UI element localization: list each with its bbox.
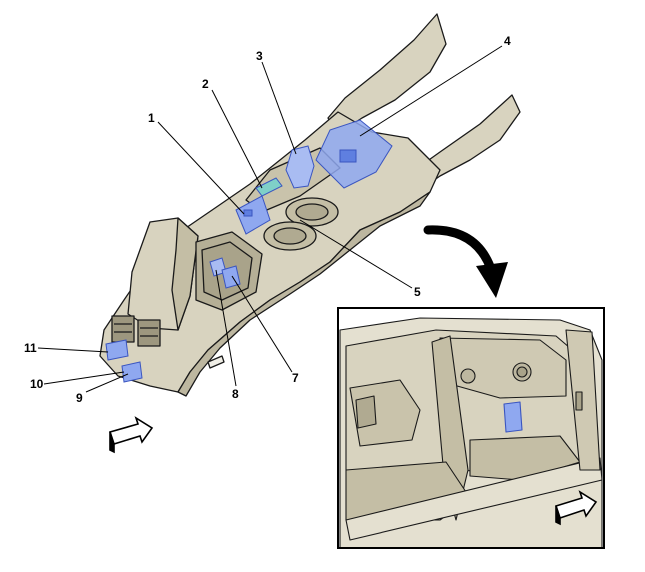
highlighted-components xyxy=(105,119,393,383)
callout-1: 1 xyxy=(148,111,155,125)
component-6-floor-module xyxy=(503,401,523,433)
callout-8: 8 xyxy=(232,387,239,401)
callout-9: 9 xyxy=(76,391,83,405)
component-10-rear-port xyxy=(121,361,143,383)
callout-4: 4 xyxy=(504,34,511,48)
callout-5: 5 xyxy=(414,285,421,299)
rear-vent-right xyxy=(137,319,161,347)
callout-10: 10 xyxy=(30,377,44,391)
console-side-shadow xyxy=(177,191,431,397)
transition-arrow-icon xyxy=(423,225,508,298)
rear-vent-left xyxy=(111,315,135,343)
component-3-shifter xyxy=(285,145,315,189)
callout-2: 2 xyxy=(202,77,209,91)
callout-3: 3 xyxy=(256,49,263,63)
inset-vehicle-interior-view xyxy=(337,307,605,549)
direction-arrow-icon xyxy=(554,490,598,526)
component-11-rear-panel xyxy=(105,339,129,361)
callout-11: 11 xyxy=(24,341,37,355)
component-2-display xyxy=(255,177,283,197)
component-1-switch-panel xyxy=(235,195,271,235)
direction-arrow-icon xyxy=(108,416,154,454)
callout-7: 7 xyxy=(292,371,299,385)
